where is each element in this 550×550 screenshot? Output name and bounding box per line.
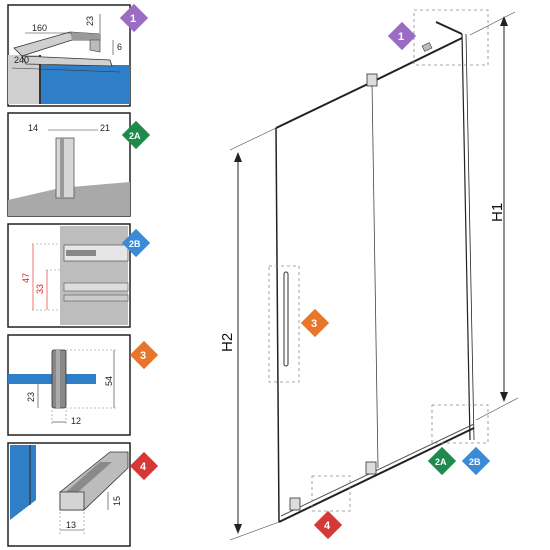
dim-6: 6 (117, 42, 122, 52)
svg-text:4: 4 (324, 520, 331, 532)
detail-panel-2b: 47 33 (7, 223, 131, 328)
dim-33: 33 (35, 284, 45, 294)
dim-12: 12 (71, 416, 81, 426)
badge-3-panel: 3 (129, 340, 159, 370)
detail-panel-4: 13 15 (7, 442, 131, 547)
dim-23b: 23 (26, 392, 36, 402)
badge-1-main: 1 (387, 21, 417, 51)
svg-text:2A: 2A (435, 457, 447, 467)
badge-2b-main: 2B (461, 446, 491, 476)
dim-14: 14 (28, 123, 38, 133)
badge-3-main: 3 (300, 308, 330, 338)
badge-2a-main: 2A (427, 446, 457, 476)
dim-15: 15 (112, 496, 122, 506)
svg-text:3: 3 (311, 318, 317, 330)
dim-160: 160 (32, 23, 47, 33)
detail-panel-3: 54 23 12 (7, 334, 131, 436)
dim-240: 240 (14, 55, 29, 65)
svg-text:4: 4 (140, 461, 147, 473)
main-shower-door: H1 H2 (219, 9, 519, 541)
svg-text:1: 1 (130, 13, 136, 25)
detail-panel-2a: 14 21 (7, 112, 131, 217)
svg-text:2A: 2A (129, 131, 141, 141)
dim-47: 47 (21, 273, 31, 283)
dim-23: 23 (85, 16, 95, 26)
svg-text:2B: 2B (129, 239, 141, 249)
svg-text:1: 1 (398, 31, 404, 43)
label-h1: H1 (489, 203, 506, 222)
badge-4-main: 4 (313, 510, 343, 540)
dim-54: 54 (104, 376, 114, 386)
svg-text:3: 3 (140, 350, 146, 362)
detail-panel-1: 160 23 6 240 (7, 4, 131, 107)
badge-4-panel: 4 (129, 451, 159, 481)
svg-text:2B: 2B (469, 457, 481, 467)
label-h2: H2 (219, 333, 236, 352)
dim-13: 13 (66, 520, 76, 530)
dim-21: 21 (100, 123, 110, 133)
